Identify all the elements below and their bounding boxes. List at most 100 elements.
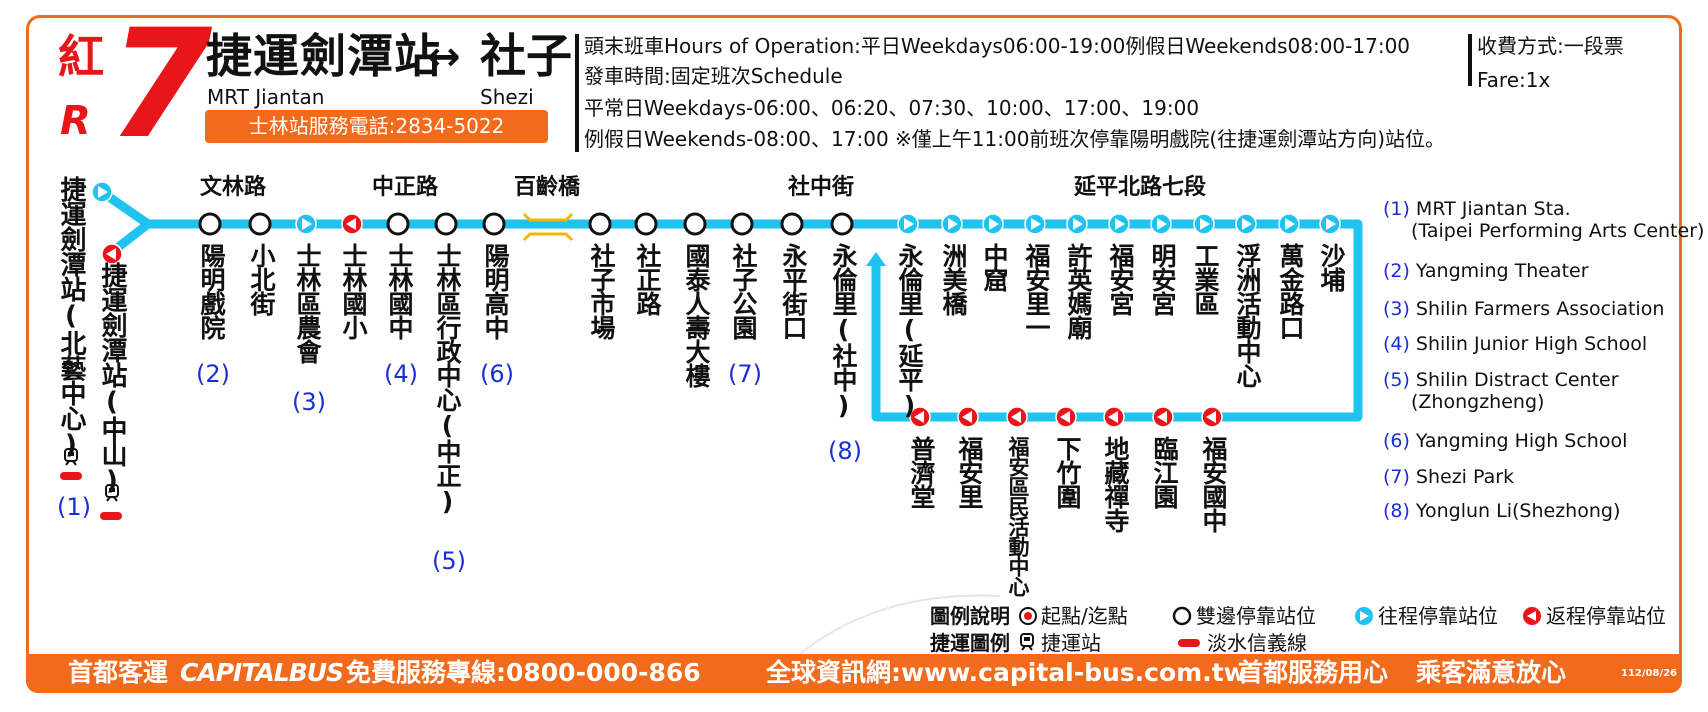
stop-marker bbox=[1278, 213, 1300, 235]
stop-marker bbox=[295, 213, 317, 235]
stop-label: 中窟 bbox=[980, 243, 1009, 291]
stop-marker bbox=[830, 212, 854, 236]
stop-marker bbox=[1066, 213, 1088, 235]
terminal-note-number: (1) bbox=[57, 493, 91, 521]
route-origin-title: 捷運劍潭站 bbox=[206, 29, 441, 83]
stop-marker bbox=[588, 212, 612, 236]
terminal-jiantan-arts-center: 捷運劍潭站(北藝中心) bbox=[56, 176, 86, 459]
note-text: Shilin Distract Center bbox=[1415, 369, 1619, 391]
stop-marker bbox=[730, 212, 754, 236]
note-number: (3) bbox=[1383, 298, 1410, 320]
loop-stop-marker bbox=[1201, 406, 1223, 428]
stop-note-number: (8) bbox=[828, 437, 862, 465]
note-text: Yangming Theater bbox=[1415, 260, 1589, 282]
stop-marker bbox=[198, 212, 222, 236]
note-entry: (2)Yangming Theater bbox=[1383, 260, 1589, 282]
stop-label: 永倫里(延平) bbox=[895, 243, 924, 419]
legend-mrt-title: 捷運圖例 bbox=[930, 631, 1010, 655]
note-entry: (5)Shilin Distract Center(Zhongzheng) bbox=[1383, 369, 1619, 413]
terminal-marker-icon bbox=[1018, 606, 1038, 626]
footer-website: 全球資訊網:www.capital-bus.com.tw bbox=[766, 658, 1247, 687]
terminal-jiantan-zhongshan: 捷運劍潭站(中山) bbox=[97, 262, 127, 495]
loop-stop-marker bbox=[1006, 406, 1028, 428]
tamsui-line-marker bbox=[1178, 639, 1200, 647]
note-number: (7) bbox=[1383, 466, 1410, 488]
station-phone-bar: 士林站服務電話:2834-5022 bbox=[205, 110, 548, 143]
stop-label: 士林區農會 bbox=[293, 243, 322, 363]
segment-wenlin-road: 文林路 bbox=[200, 175, 267, 200]
footer-brand-logo: CAPITALBUS bbox=[180, 658, 344, 687]
stop-label: 許英媽廟 bbox=[1064, 243, 1093, 339]
loop-stop-label: 地藏禪寺 bbox=[1101, 436, 1130, 532]
loop-stop-label: 福安區民活動中心 bbox=[1006, 436, 1030, 596]
bridge-icon bbox=[522, 212, 574, 242]
terminal-fork-line bbox=[97, 187, 153, 257]
stop-label: 永平街口 bbox=[779, 243, 808, 339]
tamsui-line-marker bbox=[60, 472, 82, 480]
route-origin-english: MRT Jiantan bbox=[207, 85, 325, 109]
stop-marker bbox=[897, 213, 919, 235]
legend-title: 圖例說明 bbox=[930, 604, 1010, 628]
stop-note-number: (3) bbox=[292, 388, 326, 416]
footer-slogan-service: 首都服務用心 bbox=[1238, 658, 1389, 687]
inbound-stop-marker bbox=[101, 243, 123, 265]
segment-shezhong-street: 社中街 bbox=[788, 175, 855, 200]
note-text: Shezi Park bbox=[1415, 466, 1515, 488]
loop-stop-marker bbox=[909, 406, 931, 428]
stop-marker bbox=[1024, 213, 1046, 235]
note-text-line2: (Taipei Performing Arts Center) bbox=[1411, 220, 1705, 242]
legend-tamsui-label: 淡水信義線 bbox=[1207, 631, 1307, 655]
legend-inbound-label: 返程停靠站位 bbox=[1546, 604, 1666, 628]
stop-label: 社子公園 bbox=[729, 243, 758, 339]
loop-stop-label: 福安國中 bbox=[1199, 436, 1228, 532]
schedule-hours: 頭末班車Hours of Operation:平日Weekdays06:00-1… bbox=[584, 34, 1411, 58]
legend-arc-decoration bbox=[800, 594, 1000, 654]
stop-marker bbox=[386, 212, 410, 236]
note-entry: (7)Shezi Park bbox=[1383, 466, 1514, 488]
stop-label: 士林國小 bbox=[339, 243, 368, 339]
stop-marker bbox=[1150, 213, 1172, 235]
stop-note-number: (6) bbox=[480, 360, 514, 388]
note-number: (1) bbox=[1383, 198, 1410, 220]
legend-terminal-label: 起點/迄點 bbox=[1041, 604, 1128, 628]
train-icon bbox=[103, 484, 121, 502]
schedule-weekdays: 平常日Weekdays-06:00、06:20、07:30、10:00、17:0… bbox=[584, 96, 1200, 120]
stop-marker bbox=[341, 213, 363, 235]
loop-stop-marker bbox=[957, 406, 979, 428]
stop-marker bbox=[248, 212, 272, 236]
note-text: Shilin Junior High School bbox=[1415, 333, 1648, 355]
stop-label: 士林國中 bbox=[385, 243, 414, 339]
stop-label: 社子市場 bbox=[587, 243, 616, 339]
footer-slogan-satisfaction: 乘客滿意放心 bbox=[1416, 658, 1567, 687]
loop-stop-label: 臨江園 bbox=[1150, 436, 1179, 508]
segment-yanping-north-road: 延平北路七段 bbox=[1074, 175, 1207, 200]
note-number: (8) bbox=[1383, 500, 1410, 522]
stop-label: 工業區 bbox=[1191, 243, 1220, 315]
stop-label: 小北街 bbox=[247, 243, 276, 315]
loop-stop-label: 福安里 bbox=[955, 436, 984, 508]
note-entry: (4)Shilin Junior High School bbox=[1383, 333, 1647, 355]
train-icon bbox=[1018, 633, 1036, 651]
stop-marker bbox=[634, 212, 658, 236]
note-entry: (6)Yangming High School bbox=[1383, 430, 1627, 452]
note-text-line2: (Zhongzheng) bbox=[1411, 391, 1545, 413]
stop-marker bbox=[1108, 213, 1130, 235]
segment-bailing-bridge: 百齡橋 bbox=[514, 175, 581, 200]
route-prefix-hanzi: 紅 bbox=[58, 30, 104, 84]
tamsui-line-marker bbox=[100, 512, 122, 520]
route-destination-english: Shezi bbox=[480, 85, 534, 109]
loop-stop-label: 下竹圍 bbox=[1053, 436, 1082, 508]
stop-label: 國泰人壽大樓 bbox=[682, 243, 711, 387]
note-number: (2) bbox=[1383, 260, 1410, 282]
note-number: (4) bbox=[1383, 333, 1410, 355]
stop-label: 浮洲活動中心 bbox=[1233, 243, 1262, 387]
fare-method: 收費方式:一段票 bbox=[1477, 34, 1624, 58]
stop-label: 社正路 bbox=[633, 243, 662, 315]
stop-marker bbox=[482, 212, 506, 236]
bidirectional-arrow-icon: ↔ bbox=[427, 34, 461, 80]
stop-label: 萬金路口 bbox=[1276, 243, 1305, 339]
outbound-stop-marker bbox=[91, 181, 113, 203]
legend-outbound-label: 往程停靠站位 bbox=[1378, 604, 1498, 628]
stop-label: 福安宮 bbox=[1106, 243, 1135, 315]
